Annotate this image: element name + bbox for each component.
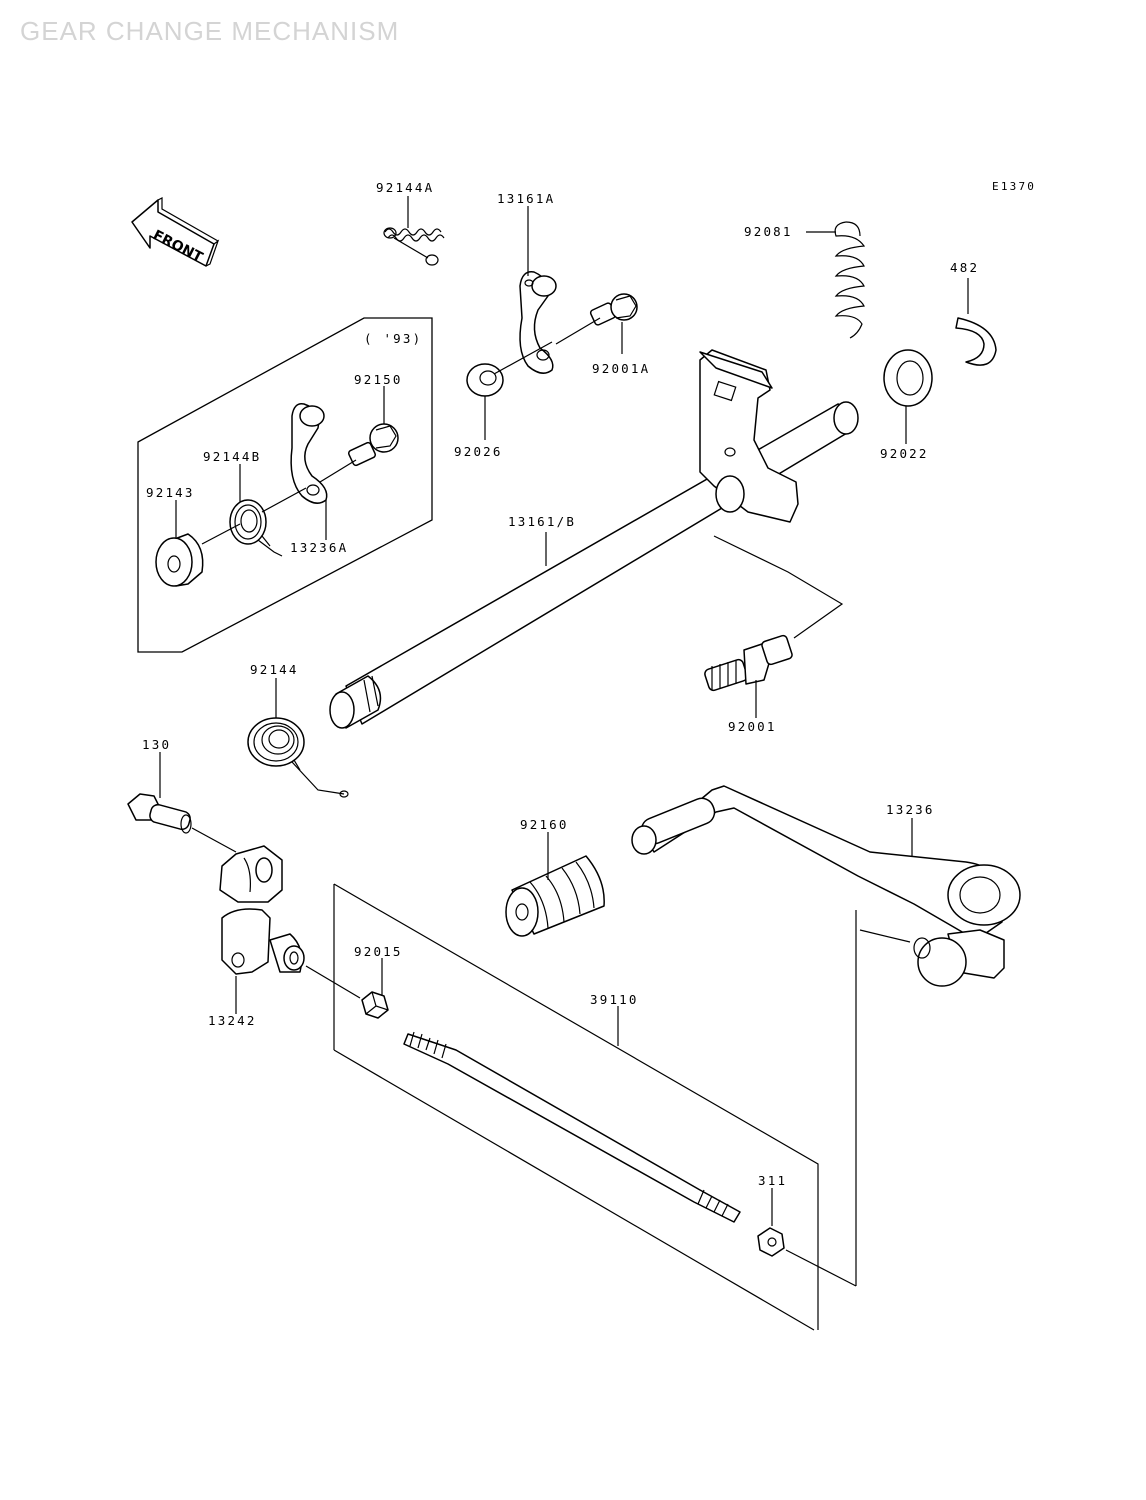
front-arrow-icon: FRONT bbox=[131, 197, 220, 267]
label-92144b: 92144B bbox=[203, 449, 261, 464]
bolt-92001 bbox=[704, 634, 793, 692]
washer-92022 bbox=[883, 349, 933, 407]
label-92081: 92081 bbox=[744, 224, 793, 239]
label-311: 311 bbox=[758, 1173, 787, 1188]
label-13161b: 13161/B bbox=[508, 514, 576, 529]
label-13161a: 13161A bbox=[497, 191, 555, 206]
bolt-130 bbox=[127, 793, 192, 834]
label-130: 130 bbox=[142, 737, 171, 752]
inset-note: ( '93) bbox=[364, 331, 422, 346]
spring-92144a bbox=[383, 227, 445, 266]
label-39110: 39110 bbox=[590, 992, 639, 1007]
shift-shaft-13161b bbox=[329, 349, 859, 729]
lever-joint-13242 bbox=[219, 845, 305, 975]
label-92160: 92160 bbox=[520, 817, 569, 832]
bolt-92001a bbox=[589, 293, 638, 326]
inset-box-93 bbox=[137, 317, 433, 653]
rubber-92160 bbox=[505, 855, 605, 937]
diagram-code: E1370 bbox=[992, 180, 1036, 193]
label-13236: 13236 bbox=[886, 802, 935, 817]
washer-92026 bbox=[466, 363, 504, 397]
shift-pedal-13236 bbox=[631, 785, 1021, 987]
page-title: GEAR CHANGE MECHANISM bbox=[20, 16, 400, 46]
collar-92143 bbox=[155, 533, 204, 587]
label-92022: 92022 bbox=[880, 446, 929, 461]
bolt-92150 bbox=[347, 423, 399, 467]
nut-92015 bbox=[361, 991, 389, 1019]
label-92001: 92001 bbox=[728, 719, 777, 734]
label-13236a: 13236A bbox=[290, 540, 348, 555]
spring-92144 bbox=[247, 717, 349, 798]
tie-rod-39110 bbox=[403, 1031, 741, 1223]
spring-92144b bbox=[229, 499, 283, 557]
shift-arm-13161a bbox=[519, 271, 557, 374]
label-92144a: 92144A bbox=[376, 180, 434, 195]
part-labels: 92144A 13161A 92081 482 92001A 92026 920… bbox=[142, 180, 979, 1188]
label-92150: 92150 bbox=[354, 372, 403, 387]
label-482: 482 bbox=[950, 260, 979, 275]
label-92143: 92143 bbox=[146, 485, 195, 500]
shift-arm-13236a bbox=[290, 403, 328, 504]
label-92026: 92026 bbox=[454, 444, 503, 459]
label-13242: 13242 bbox=[208, 1013, 257, 1028]
label-92144: 92144 bbox=[250, 662, 299, 677]
leader-lines bbox=[159, 196, 969, 1226]
nut-311 bbox=[757, 1227, 785, 1257]
assembly-lines bbox=[191, 317, 911, 1331]
label-92015: 92015 bbox=[354, 944, 403, 959]
circlip-482 bbox=[955, 317, 997, 366]
label-92001a: 92001A bbox=[592, 361, 650, 376]
spring-92081 bbox=[834, 221, 866, 339]
